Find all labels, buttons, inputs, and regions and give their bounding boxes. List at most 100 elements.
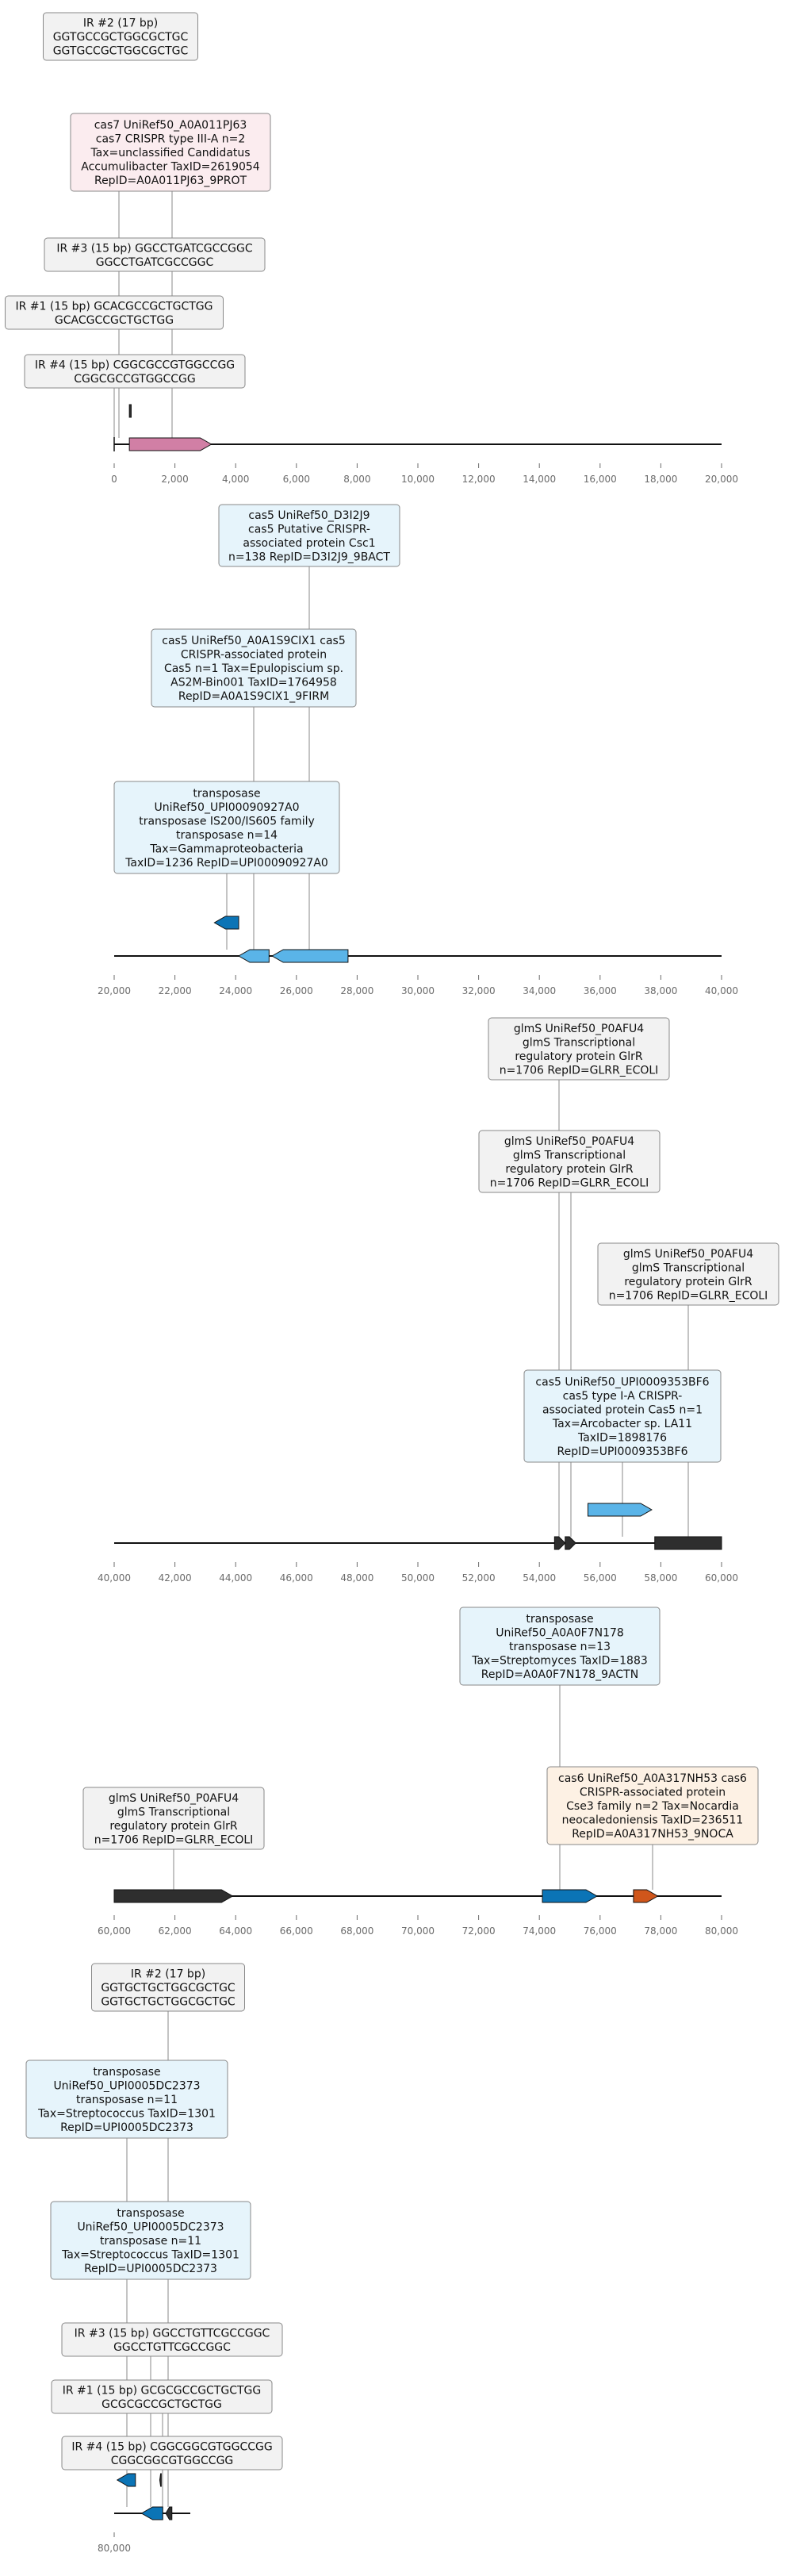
ir-marker-b — [159, 2473, 162, 2487]
tick-label: 42,000 — [159, 1572, 192, 1584]
label-line: Cse3 family n=2 Tax=Nocardia — [566, 1800, 739, 1813]
glms-gene-b — [565, 1536, 576, 1550]
label-box — [51, 2379, 273, 2414]
label-line: RepID=A0A317NH53_9NOCA — [572, 1828, 733, 1841]
label-line: IR #4 (15 bp) CGGCGGCGTGGCCGG — [71, 2440, 272, 2453]
label-line: associated protein Cas5 n=1 — [542, 1403, 703, 1416]
label-line: Cas5 n=1 Tax=Epulopiscium sp. — [164, 662, 343, 675]
label-box — [546, 1766, 759, 1845]
label-line: CRISPR-associated protein — [181, 649, 327, 662]
label-line: cas5 Putative CRISPR- — [248, 523, 370, 536]
label-line: IR #3 (15 bp) GGCCTGATCGCCGGC — [56, 242, 253, 255]
tick-label: 66,000 — [280, 1925, 313, 1937]
label-box — [91, 1963, 245, 2012]
tick-label: 22,000 — [159, 985, 192, 996]
ir4-label-b: IR #4 (15 bp) CGGCGGCGTGGCCGGCGGCGGCGTGG… — [61, 2436, 283, 2470]
tick-label: 28,000 — [340, 985, 373, 996]
ir2-label-b: IR #2 (17 bp)GGTGCTGCTGGCGCTGCGGTGCTGCTG… — [91, 1963, 245, 2012]
glms-gene-d — [113, 1889, 234, 1903]
label-line: RepID=UPI0005DC2373 — [84, 2263, 217, 2275]
tick-label: 76,000 — [584, 1925, 617, 1937]
label-line: transposase IS200/IS605 family — [139, 815, 315, 827]
tick-label: 74,000 — [523, 1925, 556, 1937]
label-line: n=138 RepID=D3I2J9_9BACT — [228, 551, 390, 563]
ir1-label: IR #1 (15 bp) GCACGCCGCTGCTGGGCACGCCGCTG… — [5, 295, 224, 330]
cas5-upi-label: cas5 UniRef50_UPI0009353BF6 cas5 type I-A… — [523, 1369, 722, 1463]
label-line: Tax=Streptococcus TaxID=1301 — [37, 2108, 216, 2121]
tick-label: 52,000 — [462, 1572, 496, 1584]
cas5-gene-c — [587, 1503, 653, 1517]
tick-label: 64,000 — [219, 1925, 252, 1937]
label-line: GGCCTGATCGCCGGC — [96, 256, 214, 269]
label-line: glmS Transcriptional — [117, 1806, 230, 1818]
label-line: RepID=A0A0F7N178_9ACTN — [481, 1668, 638, 1681]
label-line: transposase — [526, 1613, 593, 1626]
label-line: transposase — [93, 2066, 160, 2079]
label-line: UniRef50_A0A0F7N178 — [496, 1627, 624, 1640]
label-line: cas5 type I-A CRISPR- — [563, 1390, 683, 1403]
label-line: transposase — [193, 787, 260, 800]
label-line: UniRef50_UPI00090927A0 — [154, 801, 299, 814]
label-line: CRISPR-associated protein — [580, 1787, 726, 1799]
label-line: cas6 UniRef50_A0A317NH53 cas6 — [558, 1772, 747, 1785]
label-line: IR #1 (15 bp) GCGCGCCGCTGCTGG — [63, 2384, 262, 2397]
labels: IR #2 (17 bp)GGTGCCGCTGGCGCTGCGGTGCCGCTG… — [5, 12, 779, 2470]
tick-label: 60,000 — [98, 1925, 131, 1937]
transposase-upi-label-1: transposaseUniRef50_UPI0005DC2373transpo… — [25, 2060, 228, 2139]
label-line: GCGCGCCGCTGCTGG — [101, 2398, 222, 2411]
transposase-a0a0f7-label: transposaseUniRef50_A0A0F7N178transposas… — [459, 1607, 661, 1686]
label-box — [113, 781, 340, 874]
tick-label: 30,000 — [401, 985, 435, 996]
label-box — [488, 1017, 670, 1081]
label-box — [24, 354, 246, 389]
ir-marker — [128, 404, 132, 418]
label-line: IR #2 (17 bp) — [83, 17, 158, 30]
label-line: transposase n=13 — [509, 1641, 611, 1653]
tick-label: 80,000 — [705, 1925, 738, 1937]
cas6-gene — [633, 1889, 659, 1903]
label-box — [5, 295, 224, 330]
label-box — [478, 1130, 661, 1193]
label-line: UniRef50_UPI0005DC2373 — [53, 2080, 200, 2093]
tick-label: 34,000 — [523, 985, 556, 996]
cas7-gene — [128, 437, 213, 451]
tick-label: 50,000 — [401, 1572, 435, 1584]
label-line: cas5 UniRef50_UPI0009353BF6 — [535, 1376, 709, 1388]
label-line: cas5 UniRef50_A0A1S9CIX1 cas5 — [162, 635, 346, 647]
tick-label: 20,000 — [98, 985, 131, 996]
label-line: Tax=unclassified Candidatus — [90, 147, 250, 159]
label-line: Tax=Gammaproteobacteria — [149, 843, 303, 855]
label-box — [43, 12, 198, 61]
transposase-gene-d — [140, 2506, 163, 2520]
label-box — [70, 113, 271, 192]
label-box — [25, 2060, 228, 2139]
glms-gene-a — [553, 1536, 566, 1550]
label-box — [459, 1607, 661, 1686]
label-line: UniRef50_UPI0005DC2373 — [77, 2221, 224, 2234]
label-line: AS2M-Bin001 TaxID=1764958 — [170, 677, 337, 689]
label-line: IR #3 (15 bp) GGCCTGTTCGCCGGC — [75, 2327, 270, 2340]
tick-label: 54,000 — [523, 1572, 556, 1584]
tick-label: 18,000 — [644, 474, 677, 485]
label-line: Tax=Arcobacter sp. LA11 — [552, 1418, 692, 1430]
label-line: GGTGCCGCTGGCGCTGC — [53, 45, 189, 58]
label-line: glmS UniRef50_P0AFU4 — [109, 1792, 239, 1805]
label-line: GGTGCTGCTGGCGCTGC — [101, 1982, 236, 1994]
label-line: regulatory protein GlrR — [624, 1276, 752, 1288]
tick-label: 24,000 — [219, 985, 252, 996]
label-line: cas7 UniRef50_A0A011PJ63 — [94, 119, 247, 132]
tick-label: 10,000 — [401, 474, 435, 485]
label-line: glmS UniRef50_P0AFU4 — [504, 1135, 634, 1148]
tick-label: 72,000 — [462, 1925, 496, 1937]
tick-label: 70,000 — [401, 1925, 435, 1937]
label-box — [61, 2322, 283, 2357]
label-line: transposase n=11 — [100, 2235, 201, 2248]
label-line: regulatory protein GlrR — [109, 1820, 238, 1833]
label-line: associated protein Csc1 — [243, 537, 375, 550]
label-line: n=1706 RepID=GLRR_ECOLI — [94, 1833, 254, 1846]
label-line: n=1706 RepID=GLRR_ECOLI — [490, 1177, 649, 1189]
